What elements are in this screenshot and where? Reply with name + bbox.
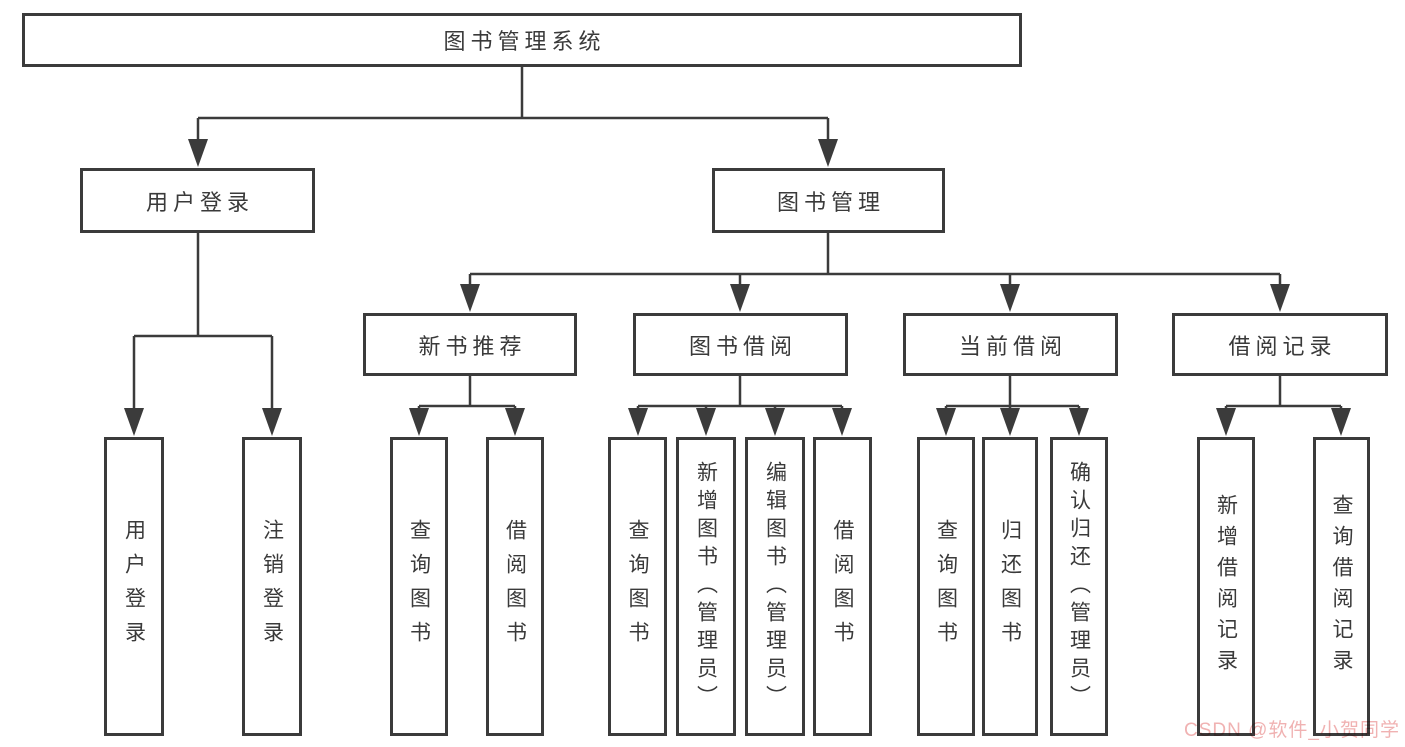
node-book-borrowing: 图书借阅 [633, 313, 848, 376]
node-user-login-label: 用户登录 [145, 189, 254, 215]
leaf-logout-label: 注销登录 [260, 518, 284, 655]
leaf-newbook-borrow-books: 借阅图书 [486, 437, 544, 736]
leaf-logout: 注销登录 [242, 437, 302, 736]
leaf-borrow-borrow-books: 借阅图书 [813, 437, 872, 736]
leaf-newbook-borrow-books-label: 借阅图书 [503, 518, 527, 655]
leaf-current-return-books: 归还图书 [982, 437, 1038, 736]
leaf-records-add-record: 新增借阅记录 [1197, 437, 1255, 736]
node-new-book-recommendation: 新书推荐 [363, 313, 577, 376]
leaf-user-login: 用户登录 [104, 437, 164, 736]
node-root-label: 图书管理系统 [443, 29, 606, 54]
leaf-current-query-books: 查询图书 [917, 437, 975, 736]
node-root-system: 图书管理系统 [22, 13, 1022, 67]
node-borrowing-records-label: 借阅记录 [1228, 333, 1337, 359]
leaf-user-login-label: 用户登录 [122, 518, 146, 655]
leaf-borrow-add-books-admin: 新增图书（管理员） [676, 437, 736, 736]
watermark: CSDN @软件_小贺同学 [1184, 720, 1400, 741]
leaf-records-add-record-label: 新增借阅记录 [1214, 493, 1238, 680]
leaf-newbook-query-books-label: 查询图书 [407, 518, 431, 655]
node-current-borrowing: 当前借阅 [903, 313, 1118, 376]
node-book-borrowing-label: 图书借阅 [688, 333, 797, 359]
node-user-login: 用户登录 [80, 168, 315, 233]
leaf-current-return-books-label: 归还图书 [998, 518, 1022, 655]
node-new-book-recommendation-label: 新书推荐 [418, 333, 527, 359]
leaf-borrow-query-books: 查询图书 [608, 437, 667, 736]
leaf-borrow-edit-books-admin-label: 编辑图书（管理员） [763, 460, 787, 713]
leaf-records-query-record-label: 查询借阅记录 [1330, 493, 1353, 680]
leaf-newbook-query-books: 查询图书 [390, 437, 448, 736]
leaf-current-confirm-return-admin: 确认归还（管理员） [1050, 437, 1108, 736]
node-book-management-label: 图书管理 [776, 189, 885, 215]
leaf-records-query-record: 查询借阅记录 [1313, 437, 1370, 736]
node-book-management: 图书管理 [712, 168, 945, 233]
arrowheads [124, 139, 1351, 436]
node-borrowing-records: 借阅记录 [1172, 313, 1388, 376]
leaf-borrow-query-books-label: 查询图书 [626, 518, 649, 655]
leaf-borrow-borrow-books-label: 借阅图书 [831, 518, 854, 655]
leaf-current-confirm-return-admin-label: 确认归还（管理员） [1067, 460, 1091, 713]
node-current-borrowing-label: 当前借阅 [958, 333, 1067, 359]
leaf-borrow-add-books-admin-label: 新增图书（管理员） [694, 460, 718, 713]
leaf-borrow-edit-books-admin: 编辑图书（管理员） [745, 437, 805, 736]
leaf-current-query-books-label: 查询图书 [934, 518, 958, 655]
